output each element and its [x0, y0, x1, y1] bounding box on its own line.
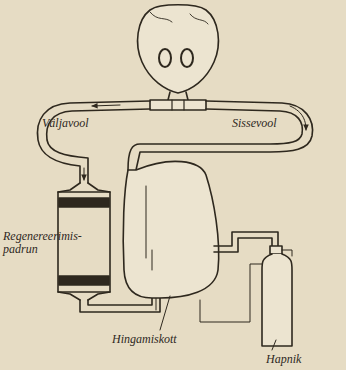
part-label: Hingamiskott: [112, 333, 177, 346]
part-label: Väljavool: [42, 117, 89, 130]
part-label: Sissevool: [232, 117, 277, 130]
part-label: Hapnik: [266, 353, 301, 366]
part-label: Regenereerimis- padrun: [3, 230, 82, 255]
